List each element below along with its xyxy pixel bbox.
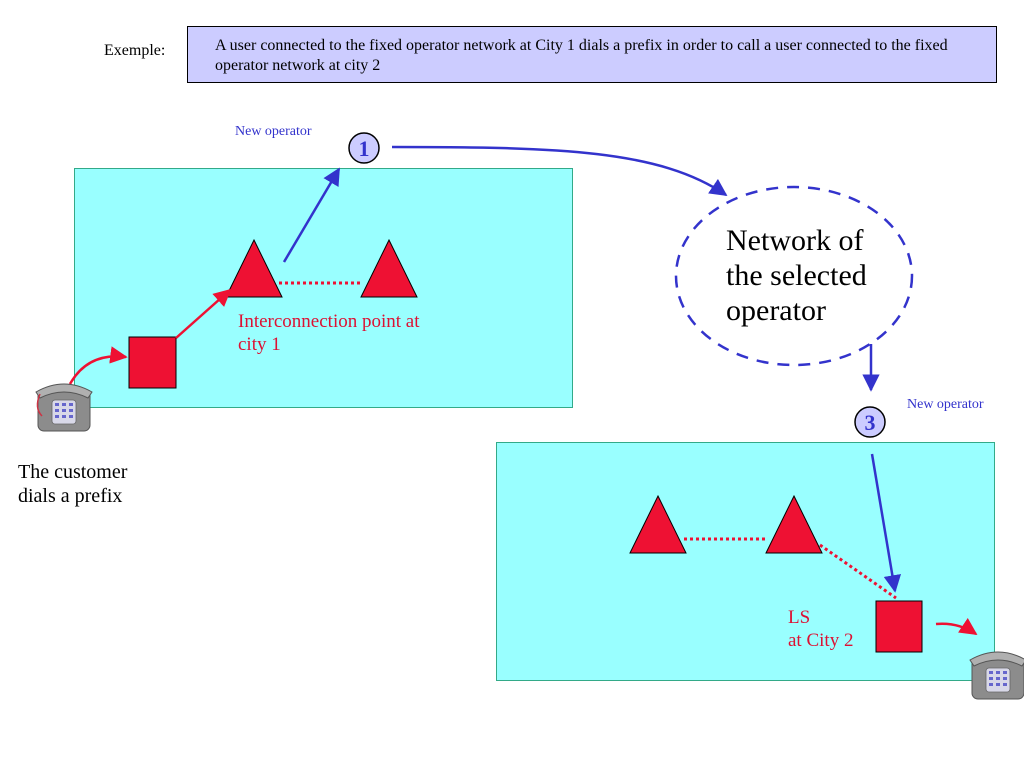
example-label: Exemple: xyxy=(104,42,166,59)
city2-triangle-right xyxy=(765,494,823,554)
step-3-number: 3 xyxy=(865,410,876,435)
example-description: A user connected to the fixed operator n… xyxy=(215,37,948,74)
new-operator-label-3: New operator xyxy=(907,397,984,412)
interconnection-to-new-operator-arrow xyxy=(282,167,341,263)
example-box xyxy=(187,26,997,83)
city2-dotted-link-to-ls xyxy=(819,543,897,600)
ls-to-phone-arrow xyxy=(935,617,978,636)
ls-label-line1: LS xyxy=(788,607,811,628)
network-label: Network of the selected operator xyxy=(726,224,867,327)
step-3-badge xyxy=(854,406,886,438)
selected-operator-network-cloud xyxy=(674,185,914,367)
interconnection-point-triangle-left xyxy=(225,238,283,298)
local-switch-city2-square xyxy=(875,600,923,653)
telephone-icon xyxy=(969,651,1024,700)
step-1-badge xyxy=(348,132,380,164)
interconnection-point-triangle-right xyxy=(360,238,418,298)
switch-to-interconnection-arrow xyxy=(175,288,232,339)
new-operator-to-ls-arrow xyxy=(870,453,902,593)
ls-label-line2: at City 2 xyxy=(788,630,854,651)
phone-to-switch-arrow xyxy=(68,346,128,385)
new-operator-to-network-arrow xyxy=(391,145,728,197)
customer-label: The customer dials a prefix xyxy=(18,461,128,507)
step-1-number: 1 xyxy=(359,136,370,161)
interconnection-point-label: Interconnection point at city 1 xyxy=(238,311,420,355)
telephone-icon xyxy=(35,383,93,432)
new-operator-label-1: New operator xyxy=(235,124,312,139)
ls-label: LS at City 2 xyxy=(788,606,853,652)
city2-triangle-left xyxy=(629,494,687,554)
local-switch-city1-square xyxy=(128,336,177,389)
